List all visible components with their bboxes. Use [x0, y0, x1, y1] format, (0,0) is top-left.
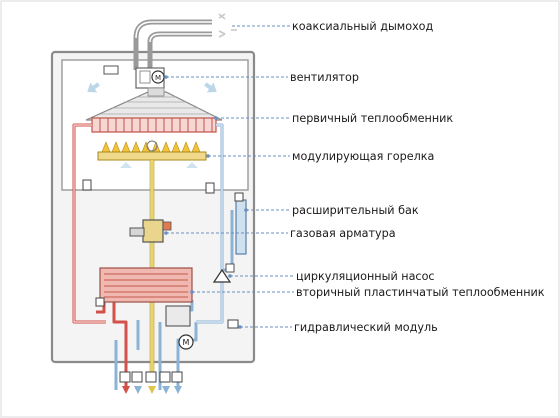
label-secondary-hx: вторичный пластинчатый теплообменник	[296, 286, 545, 299]
hydraulic-motor-symbol: M	[183, 338, 190, 347]
cold-water-lines-outline	[196, 124, 223, 323]
fan-motor-symbol: M	[155, 74, 161, 82]
flue-arrows-icon	[218, 13, 237, 38]
label-pump: циркуляционный насос	[296, 270, 435, 283]
bottom-fittings	[119, 371, 183, 383]
leader-dots	[164, 75, 248, 329]
coaxial-chimney	[133, 19, 212, 70]
gas-line-outline	[149, 160, 155, 372]
airflow-arrow-icons	[87, 82, 217, 168]
label-gas-valve: газовая арматура	[290, 227, 396, 240]
pump-sensor	[225, 263, 235, 273]
gas-valve-actuator	[129, 227, 145, 237]
expansion-tank	[235, 199, 247, 255]
expansion-tank-valve	[234, 192, 244, 202]
label-primary-hx: первичный теплообменник	[292, 112, 453, 125]
hydraulic-motor-icon	[178, 334, 194, 350]
gas-flow-arrow-icon	[148, 386, 156, 394]
label-burner: модулирующая горелка	[292, 150, 434, 163]
secondary-hx-plates	[104, 273, 188, 298]
fan-motor-icon	[151, 70, 165, 84]
hydraulic-module	[165, 305, 191, 327]
label-hydraulic: гидравлический модуль	[294, 321, 438, 334]
burner-flames	[101, 141, 201, 153]
label-chimney: коаксиальный дымоход	[292, 20, 434, 33]
label-expansion-tank: расширительный бак	[292, 204, 419, 217]
pump-icon	[212, 268, 232, 283]
hot-water-lines-outline	[73, 124, 106, 323]
leader-lines	[166, 25, 294, 328]
flue-throat	[147, 87, 165, 97]
collector-grid	[100, 96, 210, 115]
bypass-valve	[227, 319, 239, 329]
ignition-electrode-icon	[146, 140, 158, 152]
flame-sensor-right	[205, 182, 215, 194]
primary-heat-exchanger	[91, 117, 217, 133]
fan-blade-icon	[139, 70, 151, 84]
gas-valve-coil	[162, 221, 172, 231]
air-pressure-switch	[103, 65, 119, 75]
flame-sensor-left	[82, 179, 92, 191]
gas-valve	[142, 219, 164, 243]
safety-valve	[95, 297, 105, 307]
label-fan: вентилятор	[290, 71, 359, 84]
burner-body	[97, 151, 207, 161]
primary-hx-fins	[99, 118, 213, 132]
outlet-arrow-icons	[122, 386, 182, 394]
